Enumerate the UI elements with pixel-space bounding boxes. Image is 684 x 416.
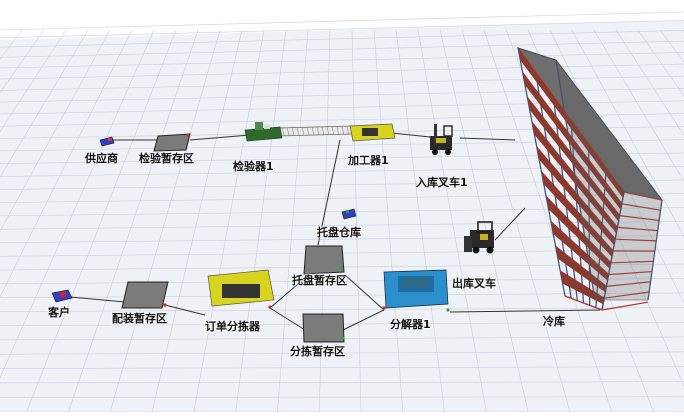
- label-cold-storage: 冷库: [543, 313, 565, 329]
- label-supplier: 供应商: [85, 150, 118, 166]
- queue-pallet[interactable]: [304, 246, 344, 274]
- conveyor-icon[interactable]: [278, 126, 352, 136]
- label-pallet-store: 托盘仓库: [317, 224, 361, 240]
- queue-inspect[interactable]: [154, 133, 190, 151]
- label-sort-queue: 分拣暂存区: [290, 343, 345, 359]
- queue-assembly[interactable]: [122, 282, 168, 308]
- label-separator: 分解器1: [390, 316, 431, 332]
- label-outbound-forklift: 出库叉车: [452, 275, 496, 291]
- label-order-sorter: 订单分拣器: [205, 318, 260, 334]
- label-inspector: 检验器1: [233, 158, 274, 174]
- label-inbound-forklift: 入库叉车1: [416, 174, 468, 190]
- label-pallet-queue: 托盘暂存区: [292, 272, 347, 288]
- label-processor: 加工器1: [348, 152, 389, 168]
- label-inspect-queue: 检验暂存区: [139, 150, 194, 166]
- label-assembly-queue: 配装暂存区: [112, 310, 167, 326]
- processor-machine[interactable]: [350, 124, 395, 141]
- queue-sort[interactable]: [303, 314, 345, 342]
- label-customer: 客户: [48, 304, 70, 320]
